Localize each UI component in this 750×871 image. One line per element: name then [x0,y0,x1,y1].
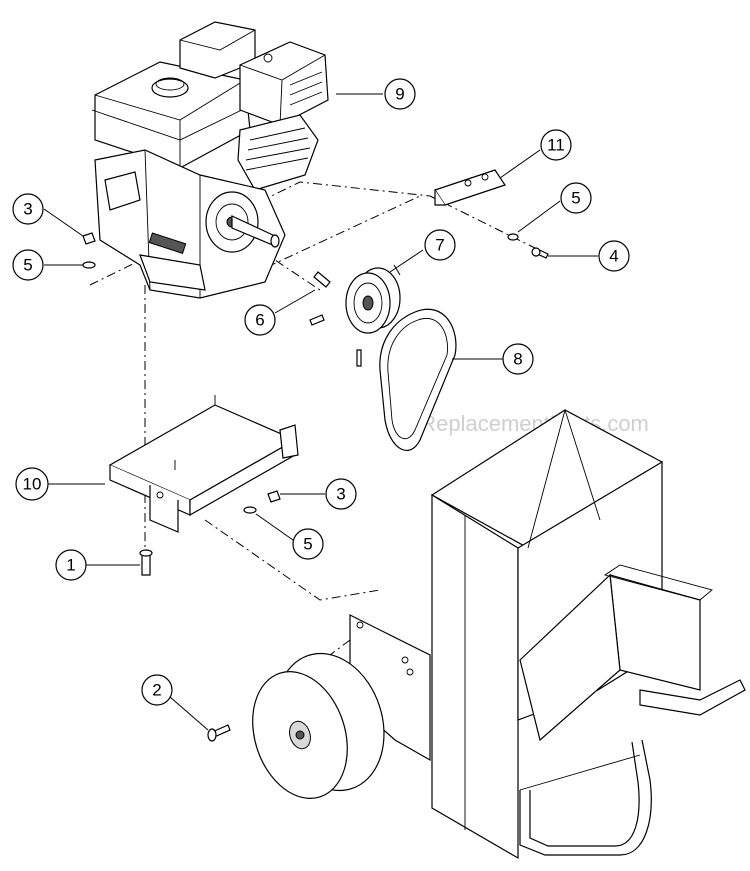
callout-7: 7 [424,229,456,261]
v-belt [379,308,457,451]
svg-text:2: 2 [152,681,161,700]
svg-text:5: 5 [23,256,32,275]
callout-10: 10 [15,467,49,501]
callout-8: 8 [502,343,534,375]
svg-text:8: 8 [513,350,522,369]
svg-text:3: 3 [23,200,32,219]
svg-text:4: 4 [609,247,618,266]
svg-text:9: 9 [395,85,404,104]
leader-lines [43,93,598,731]
callout-3-upper: 3 [12,193,44,225]
watermark-text: eReplacementParts.com [408,411,649,436]
callout-11: 11 [540,129,572,161]
engine [91,21,329,299]
callout-6: 6 [244,304,276,336]
callout-5-left: 5 [12,249,44,281]
engine-mount-plate [108,395,299,533]
svg-text:5: 5 [303,535,312,554]
hardware [82,232,549,742]
callout-1: 1 [55,549,87,581]
wheel [252,652,385,799]
pulley [345,267,401,334]
svg-text:3: 3 [336,485,345,504]
svg-text:11: 11 [547,136,565,155]
chipper-hopper [430,409,746,860]
svg-text:5: 5 [571,189,580,208]
callout-2: 2 [141,674,173,706]
callout-5-right: 5 [560,182,592,214]
svg-text:10: 10 [23,475,42,494]
svg-text:7: 7 [435,236,444,255]
callout-9: 9 [384,78,416,110]
svg-text:1: 1 [66,556,75,575]
svg-text:6: 6 [255,311,264,330]
callouts: 3 5 9 11 5 4 7 6 [12,78,630,706]
engine-bracket [434,169,506,206]
callout-5-lower: 5 [292,528,324,560]
callout-4: 4 [598,240,630,272]
callout-3-lower: 3 [325,478,357,510]
